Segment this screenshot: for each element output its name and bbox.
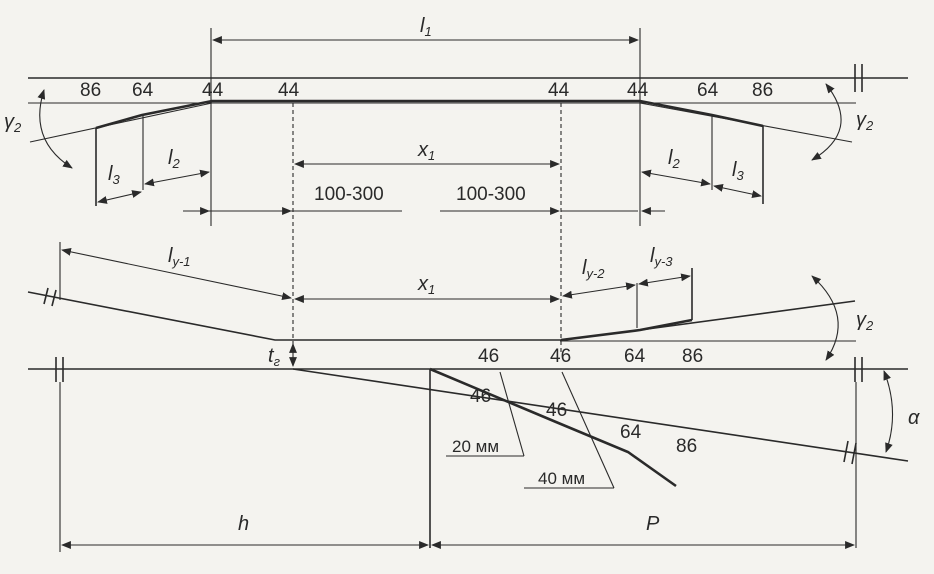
middle-joint-left-1 bbox=[43, 287, 49, 305]
l3-left-label: l3 bbox=[108, 163, 120, 187]
x1-top-label: x1 bbox=[417, 139, 435, 163]
bottom-mark-86: 86 bbox=[676, 436, 697, 457]
ly2-label: ly-2 bbox=[582, 257, 605, 281]
top-mark-86-right: 86 bbox=[752, 80, 773, 101]
bottom-diagram: 46 46 64 86 20 мм 40 мм α h P bbox=[28, 357, 920, 552]
middle-mark-46-left: 46 bbox=[478, 346, 499, 367]
gamma-arc-right bbox=[811, 83, 842, 161]
bottom-joint-diag-2 bbox=[851, 442, 857, 465]
top-diagram: l1 86 64 44 44 44 44 64 86 γ2 γ2 x1 l2 l… bbox=[4, 15, 908, 352]
top-mark-86-left: 86 bbox=[80, 80, 101, 101]
top-angle-line-left bbox=[29, 102, 213, 143]
bottom-diverging-rail bbox=[292, 368, 909, 462]
ly1-label: ly-1 bbox=[168, 245, 191, 269]
bottom-mark-64: 64 bbox=[620, 422, 642, 443]
l2-left-dimension bbox=[144, 169, 210, 187]
tg-label: tг bbox=[268, 345, 281, 369]
gamma-arc-left bbox=[37, 89, 73, 169]
ly1-dimension bbox=[61, 247, 292, 301]
gamma-label-right: γ2 bbox=[856, 109, 874, 133]
l3-right-dimension bbox=[713, 183, 762, 199]
ly2-dimension bbox=[562, 282, 636, 299]
top-mark-44-center-left: 44 bbox=[278, 80, 300, 101]
top-mark-64-left: 64 bbox=[132, 80, 154, 101]
bottom-point-rail bbox=[429, 367, 677, 488]
top-blade-profile bbox=[95, 99, 764, 130]
top-mark-64-right: 64 bbox=[697, 80, 719, 101]
l2-left-label: l2 bbox=[168, 147, 180, 171]
alpha-label: α bbox=[908, 407, 920, 429]
range-right-label: 100-300 bbox=[456, 184, 526, 205]
callout-20-leader bbox=[499, 371, 525, 457]
bottom-mark-46-right: 46 bbox=[546, 400, 567, 421]
callout-20-label: 20 мм bbox=[452, 437, 499, 456]
bottom-mark-46-left: 46 bbox=[470, 386, 491, 407]
ly3-dimension bbox=[638, 273, 691, 287]
p-label: P bbox=[646, 513, 660, 535]
gamma-label-middle: γ2 bbox=[856, 309, 874, 333]
alpha-arc bbox=[883, 370, 894, 453]
l3-right-label: l3 bbox=[732, 159, 744, 183]
middle-joint-left-2 bbox=[51, 289, 57, 307]
range-left-label: 100-300 bbox=[314, 184, 384, 205]
middle-mark-46-right: 46 bbox=[550, 346, 571, 367]
gamma-label-left: γ2 bbox=[4, 111, 22, 135]
l3-left-dimension bbox=[97, 190, 142, 204]
x1-middle-label: x1 bbox=[417, 273, 435, 297]
h-label: h bbox=[238, 513, 249, 535]
l2-right-dimension bbox=[641, 169, 711, 187]
callout-40-label: 40 мм bbox=[538, 469, 585, 488]
top-mark-44-left: 44 bbox=[202, 80, 224, 101]
gamma-arc-middle bbox=[811, 275, 839, 361]
top-angle-line-right bbox=[639, 102, 853, 143]
top-mark-44-center-right: 44 bbox=[548, 80, 570, 101]
top-mark-44-right: 44 bbox=[627, 80, 649, 101]
l2-right-label: l2 bbox=[668, 147, 680, 171]
ly3-label: ly-3 bbox=[650, 245, 673, 269]
middle-diagram: ly-1 x1 ly-2 ly-3 γ2 46 46 64 86 tг bbox=[27, 242, 874, 369]
middle-blade-profile bbox=[560, 318, 693, 342]
bottom-joint-diag-1 bbox=[843, 440, 849, 463]
l1-label: l1 bbox=[420, 15, 432, 39]
callout-40-leader bbox=[561, 371, 615, 489]
middle-mark-86: 86 bbox=[682, 346, 703, 367]
middle-mark-64: 64 bbox=[624, 346, 646, 367]
